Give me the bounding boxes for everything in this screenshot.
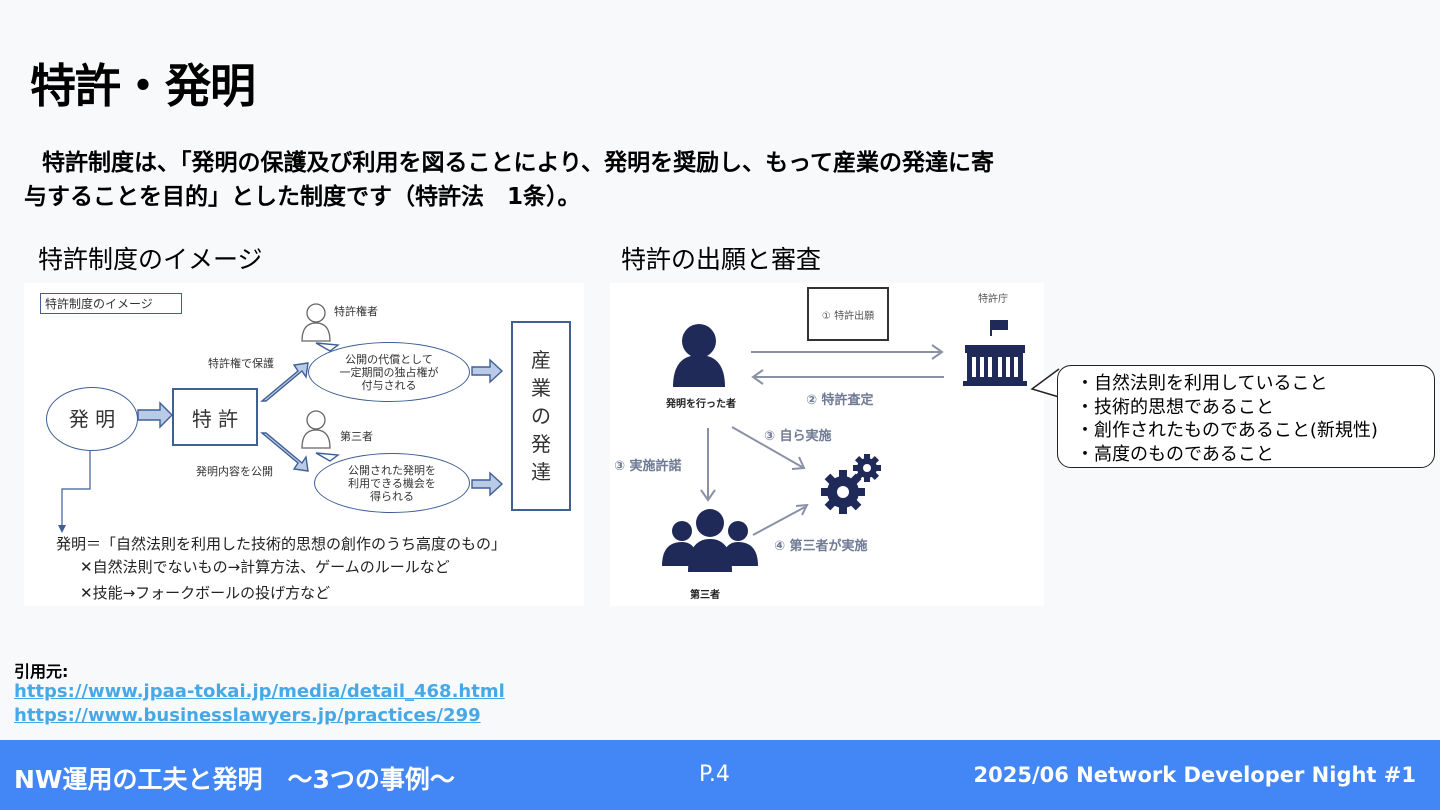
patent-box: 特 許 [172,388,258,446]
exclusion-1: ✕自然法則でないもの→計算方法、ゲームのルールなど [80,558,450,576]
callout-item: ・高度のものであること [1076,443,1274,465]
intro-line-1: 特許制度は、「発明の保護及び利用を図ることにより、発明を奨励し、もって産業の発達… [42,150,994,176]
diagram-tag: 特許制度のイメージ [40,293,182,314]
application-label: ① 特許出願 [821,310,875,322]
industry-char: 業 [531,376,551,400]
flow-graphics [662,320,1027,572]
industry-char: 発 [531,432,551,456]
callout-item: ・自然法則を利用していること [1076,373,1328,394]
callout-tail [1030,368,1060,398]
holder-label: 特許権者 [334,305,378,318]
intro-line-2: 与することを目的」とした制度です（特許法 1条）。 [24,184,581,210]
footer-title: NW運用の工夫と発明 ～3つの事例～ [14,765,455,794]
patent-system-diagram: 特許制度のイメージ 発 明 特 許 特許権で保護 発明内容を公開 特許権者 第三… [24,283,584,606]
license-label: ③ 実施許諾 [614,459,682,474]
third-party-person-icon [301,410,331,449]
third-party-bubble-line: 公開された発明を [348,463,436,477]
application-flow-diagram: ① 特許出願 特許庁 発明を行った者 ② 特許査定 ③ 自ら実施 ③ 実施許諾 … [610,283,1044,606]
third-party-group-icon [662,509,758,572]
third-party-bubble: 公開された発明を 利用できる機会を 得られる [314,453,470,513]
citation-link-1[interactable]: https://www.jpaa-tokai.jp/media/detail_4… [14,681,505,702]
industry-box: 産 業 の 発 達 [511,321,571,511]
self-practice-label: ③ 自ら実施 [764,429,832,444]
third-party-bubble-line: 得られる [370,489,414,503]
third-party-bubble-line: 利用できる機会を [348,476,436,490]
industry-char: 産 [531,348,551,372]
industry-char: 達 [531,460,551,484]
holder-bubble: 公開の代償として 一定期間の独占権が 付与される [308,342,470,402]
third-party-label: 第三者 [340,430,373,443]
inventor-icon [673,324,725,387]
event-name: 2025/06 Network Developer Night #1 [973,763,1416,787]
holder-person-icon [301,303,331,342]
publish-label: 発明内容を公開 [196,465,273,478]
office-label: 特許庁 [978,294,1008,305]
patent-office-icon [963,320,1027,386]
invention-oval: 発 明 [46,387,138,451]
left-section-heading: 特許制度のイメージ [38,245,263,274]
citation-label: 引用元: [14,662,69,681]
page-title: 特許・発明 [30,59,256,113]
exclusion-2: ✕技能→フォークボールの投げ方など [80,584,331,602]
third-party-practice-label: ④ 第三者が実施 [774,539,868,554]
callout-item: ・技術的思想であること [1076,396,1274,418]
footer-bar: NW運用の工夫と発明 ～3つの事例～ P.4 2025/06 Network D… [0,740,1440,810]
examination-label: ② 特許査定 [806,393,874,408]
gears-icon [821,454,881,514]
definition-text: 発明＝「自然法則を利用した技術的思想の創作のうち高度のもの」 [56,535,507,553]
inventor-label: 発明を行った者 [666,399,736,410]
application-document: ① 特許出願 [807,287,889,341]
page-number: P.4 [699,762,730,787]
callout-item: ・創作されたものであること(新規性) [1076,420,1378,441]
citation-link-2[interactable]: https://www.businesslawyers.jp/practices… [14,705,481,726]
third-party-label: 第三者 [690,590,720,601]
holder-bubble-line: 公開の代償として [345,352,433,366]
protect-label: 特許権で保護 [208,357,274,370]
diagram-connectors [58,303,504,533]
intro-text: 特許制度は、「発明の保護及び利用を図ることにより、発明を奨励し、もって産業の発達… [24,146,1144,214]
holder-bubble-line: 付与される [361,378,417,392]
requirements-callout: ・自然法則を利用していること ・技術的思想であること ・創作されたものであること… [1057,365,1435,468]
holder-bubble-line: 一定期間の独占権が [339,365,439,379]
industry-char: の [531,404,551,428]
right-section-heading: 特許の出願と審査 [621,245,822,274]
